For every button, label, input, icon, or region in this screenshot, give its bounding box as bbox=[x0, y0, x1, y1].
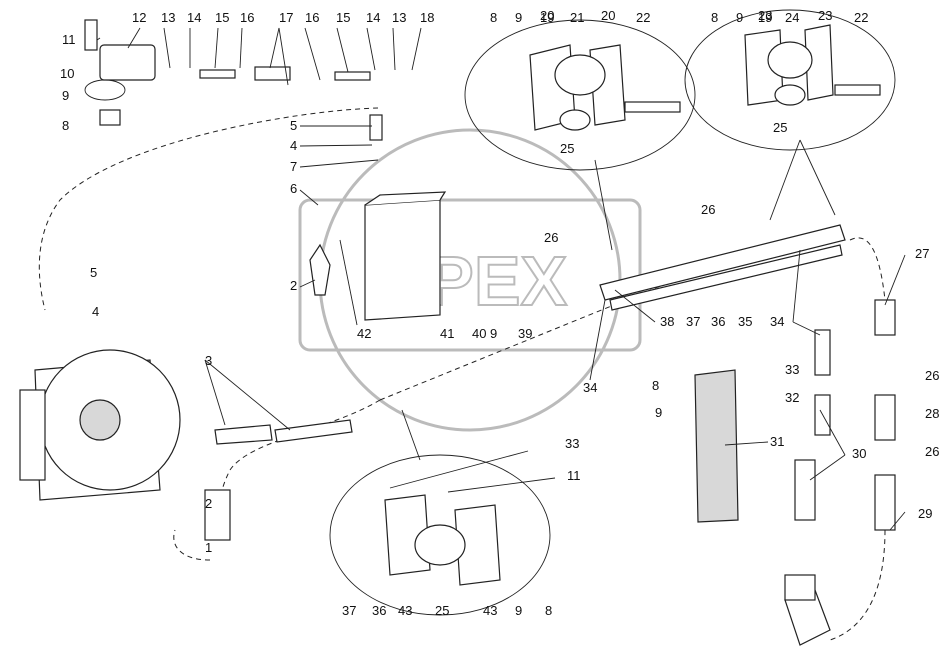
hose-route-f bbox=[379, 269, 701, 401]
callout-42: 42 bbox=[357, 326, 371, 341]
callout-1: 1 bbox=[205, 540, 212, 555]
callout-16: 16 bbox=[240, 10, 254, 25]
callout-43: 43 bbox=[483, 603, 497, 618]
mounting-plate bbox=[694, 369, 739, 523]
callout-18: 18 bbox=[420, 10, 434, 25]
callout-34: 34 bbox=[770, 314, 784, 329]
callout-29: 29 bbox=[918, 506, 932, 521]
callout-4: 4 bbox=[290, 138, 297, 153]
callout-20: 20 bbox=[540, 8, 554, 23]
callout-27: 27 bbox=[915, 246, 929, 261]
callout-35: 35 bbox=[738, 314, 752, 329]
clamp-details bbox=[384, 24, 881, 586]
callout-14: 14 bbox=[187, 10, 201, 25]
callout-15: 15 bbox=[215, 10, 229, 25]
callout-19: 19 bbox=[540, 10, 554, 25]
callout-8: 8 bbox=[711, 10, 718, 25]
callout-40: 40 bbox=[472, 326, 486, 341]
callout-23: 23 bbox=[818, 8, 832, 23]
callout-26: 26 bbox=[701, 202, 715, 217]
callout-25: 25 bbox=[560, 141, 574, 156]
top-left-parts bbox=[84, 19, 383, 141]
callout-32: 32 bbox=[785, 390, 799, 405]
detail-ellipse-small bbox=[84, 79, 126, 101]
detail-ellipse-top-center bbox=[464, 19, 696, 171]
callout-11: 11 bbox=[567, 468, 581, 483]
callout-43: 43 bbox=[398, 603, 412, 618]
callout-2: 2 bbox=[205, 496, 212, 511]
hose-route-a bbox=[38, 107, 379, 311]
callout-22: 22 bbox=[854, 10, 868, 25]
callout-3: 3 bbox=[205, 353, 212, 368]
hose-route-b bbox=[219, 399, 381, 511]
callout-4: 4 bbox=[92, 304, 99, 319]
callout-36: 36 bbox=[711, 314, 725, 329]
callout-21: 21 bbox=[570, 10, 584, 25]
callout-37: 37 bbox=[342, 603, 356, 618]
callout-9: 9 bbox=[62, 88, 69, 103]
callout-13: 13 bbox=[392, 10, 406, 25]
callout-5: 5 bbox=[290, 118, 297, 133]
callout-38: 38 bbox=[660, 314, 674, 329]
callout-15: 15 bbox=[336, 10, 350, 25]
callout-7: 7 bbox=[290, 159, 297, 174]
hose-route-e bbox=[829, 529, 886, 641]
callout-8: 8 bbox=[62, 118, 69, 133]
callout-9: 9 bbox=[515, 10, 522, 25]
callout-37: 37 bbox=[686, 314, 700, 329]
main-pipes bbox=[204, 224, 896, 646]
callout-25: 25 bbox=[435, 603, 449, 618]
callout-13: 13 bbox=[161, 10, 175, 25]
callout-36: 36 bbox=[372, 603, 386, 618]
callout-26: 26 bbox=[925, 368, 939, 383]
callout-17: 17 bbox=[279, 10, 293, 25]
engine-fan-assembly bbox=[19, 349, 181, 501]
callout-22: 22 bbox=[636, 10, 650, 25]
callout-10: 10 bbox=[60, 66, 74, 81]
detail-ellipse-top-right bbox=[684, 9, 896, 151]
callout-34: 34 bbox=[583, 380, 597, 395]
callout-9: 9 bbox=[736, 10, 743, 25]
callout-9: 9 bbox=[655, 405, 662, 420]
callout-33: 33 bbox=[565, 436, 579, 451]
callout-12: 12 bbox=[132, 10, 146, 25]
callout-8: 8 bbox=[545, 603, 552, 618]
callout-30: 30 bbox=[852, 446, 866, 461]
callout-2: 2 bbox=[290, 278, 297, 293]
callout-25: 25 bbox=[773, 120, 787, 135]
callout-9: 9 bbox=[515, 603, 522, 618]
callout-19: 19 bbox=[758, 10, 772, 25]
callout-26: 26 bbox=[925, 444, 939, 459]
callout-31: 31 bbox=[770, 434, 784, 449]
callout-5: 5 bbox=[90, 265, 97, 280]
callout-28: 28 bbox=[925, 406, 939, 421]
callout-11: 11 bbox=[62, 32, 76, 47]
callout-20: 20 bbox=[601, 8, 615, 23]
callout-9: 9 bbox=[490, 326, 497, 341]
callout-41: 41 bbox=[440, 326, 454, 341]
callout-39: 39 bbox=[518, 326, 532, 341]
leader-lines bbox=[96, 27, 906, 531]
callout-23: 23 bbox=[758, 8, 772, 23]
callout-6: 6 bbox=[290, 181, 297, 196]
callout-14: 14 bbox=[366, 10, 380, 25]
hose-route-d bbox=[849, 237, 886, 301]
fuel-tank bbox=[364, 191, 447, 321]
callout-26: 26 bbox=[544, 230, 558, 245]
detail-ellipse-bottom bbox=[329, 454, 551, 616]
callout-33: 33 bbox=[785, 362, 799, 377]
callout-8: 8 bbox=[490, 10, 497, 25]
callout-24: 24 bbox=[785, 10, 799, 25]
callout-8: 8 bbox=[652, 378, 659, 393]
callout-16: 16 bbox=[305, 10, 319, 25]
